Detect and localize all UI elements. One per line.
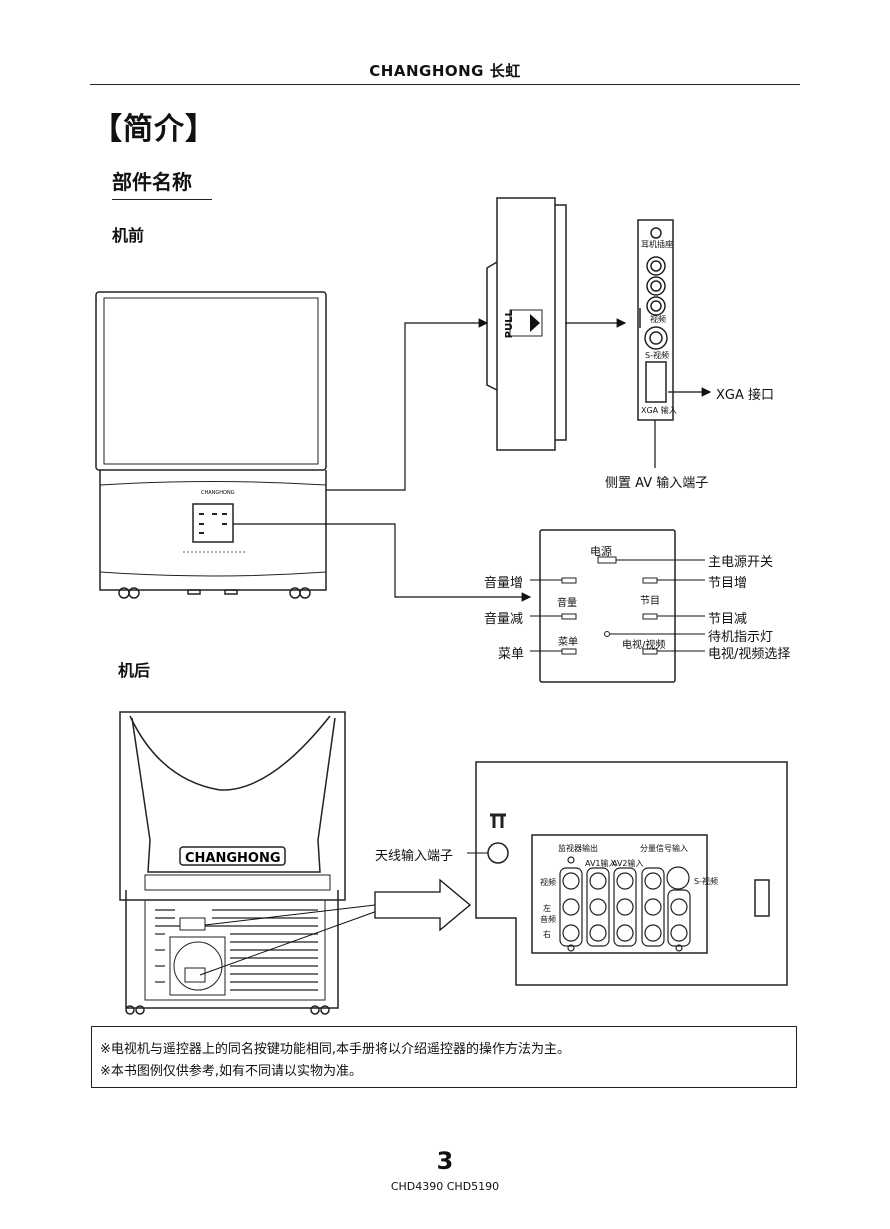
terminal-left: 左	[543, 904, 551, 913]
front-tv-illustration	[95, 291, 327, 599]
terminal-av1: AV1输入	[585, 859, 617, 868]
video-tiny: 视频	[650, 315, 666, 324]
rear-terminal-panel-illustration	[475, 761, 788, 986]
note-line-2: ※本书图例仅供参考,如有不同请以实物为准。	[100, 1064, 363, 1079]
notes-box: ※电视机与遥控器上的同名按键功能相同,本手册将以介绍遥控器的操作方法为主。 ※本…	[91, 1026, 797, 1088]
front-panel-marks	[199, 513, 227, 534]
panel-tvav-text: 电视/视频	[622, 640, 666, 651]
header-rule	[90, 84, 800, 85]
callout-ch-down: 节目减	[708, 612, 748, 627]
rear-logo: CHANGHONG	[185, 851, 281, 866]
hollow-arrow	[374, 878, 472, 932]
earphone-tiny: 耳机插座	[641, 240, 673, 249]
terminal-audio: 音频	[540, 915, 556, 924]
av-jacks	[559, 856, 691, 952]
callout-ch-up: 节目增	[708, 576, 748, 591]
panel-channel-text: 节目	[640, 596, 660, 607]
callout-main-power: 主电源开关	[708, 555, 774, 570]
panel-volume-text: 音量	[557, 598, 577, 609]
model-codes: CHD4390 CHD5190	[390, 1180, 500, 1193]
callout-vol-down: 音量减	[484, 612, 524, 627]
callout-standby: 待机指示灯	[708, 630, 774, 645]
brand-header: CHANGHONG 长虹	[369, 62, 521, 80]
front-heading: 机前	[112, 226, 145, 245]
sub-title: 部件名称	[112, 166, 212, 200]
page-number: 3	[436, 1147, 454, 1175]
front-logo-tiny: CHANGHONG	[201, 490, 235, 496]
terminal-video: 视频	[540, 878, 556, 887]
terminal-s-video: S-视频	[694, 877, 718, 886]
side-profile-illustration	[486, 197, 567, 451]
section-title: 【简介】	[92, 112, 216, 147]
terminal-monitor-out: 监视器输出	[558, 844, 598, 853]
terminal-right: 右	[543, 930, 551, 939]
pull-label: PULL	[504, 310, 515, 339]
antenna-label: 天线输入端子	[375, 849, 454, 864]
side-av-label: 侧置 AV 输入端子	[605, 476, 709, 491]
callout-vol-up: 音量增	[484, 576, 524, 591]
panel-menu-text: 菜单	[558, 637, 578, 648]
rear-heading: 机后	[118, 661, 151, 680]
side-av-panel-illustration	[637, 219, 674, 421]
callout-menu: 菜单	[498, 647, 525, 662]
terminal-av2: AV2输入	[612, 859, 644, 868]
s-video-tiny: S-视频	[645, 351, 669, 360]
note-line-1: ※电视机与遥控器上的同名按键功能相同,本手册将以介绍遥控器的操作方法为主。	[100, 1042, 571, 1057]
callout-tv-av: 电视/视频选择	[708, 647, 791, 662]
rear-tv-illustration	[119, 711, 346, 1015]
terminal-component: 分量信号输入	[640, 844, 688, 853]
xga-in-tiny: XGA 输入	[641, 406, 677, 415]
control-panel-illustration	[539, 529, 676, 683]
panel-power-text: 电源	[590, 545, 612, 558]
xga-label: XGA 接口	[716, 388, 775, 403]
